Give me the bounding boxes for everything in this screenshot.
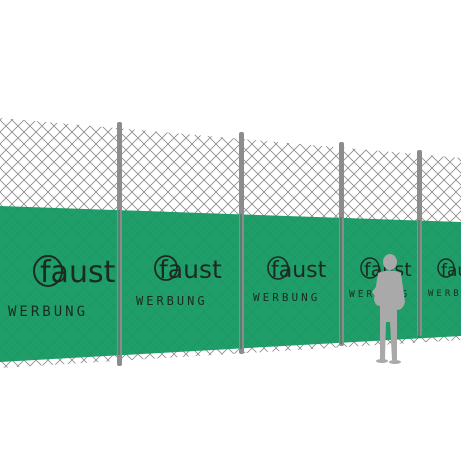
brand-name-1: faust — [40, 255, 116, 290]
banner-text-2: faust WERBUNG — [136, 255, 222, 308]
brand-name-3: faust — [271, 258, 327, 283]
tagline-2: WERBUNG — [136, 294, 208, 308]
banner-texts: faust WERBUNG faust WERBUNG faust WERBUN… — [8, 255, 461, 320]
brand-name-2: faust — [159, 255, 222, 284]
banner-seams — [118, 210, 420, 355]
person-silhouette — [372, 254, 405, 364]
green-banner — [0, 206, 461, 362]
tagline-5: WERBUNG — [428, 289, 461, 299]
banner-text-5: faust WERBUNG — [428, 258, 461, 299]
tagline-3: WERBUNG — [253, 291, 320, 304]
logo-swoosh-4 — [360, 257, 380, 279]
tagline-1: WERBUNG — [8, 304, 88, 320]
logo-swoosh-3 — [267, 256, 289, 280]
logo-swoosh-5 — [437, 258, 455, 278]
brand-name-5: faust — [441, 261, 461, 281]
logo-swoosh-2 — [154, 255, 178, 281]
logo-swoosh-1 — [33, 255, 63, 287]
banner-text-3: faust WERBUNG — [253, 256, 327, 304]
banner-text-1: faust WERBUNG — [8, 255, 116, 320]
